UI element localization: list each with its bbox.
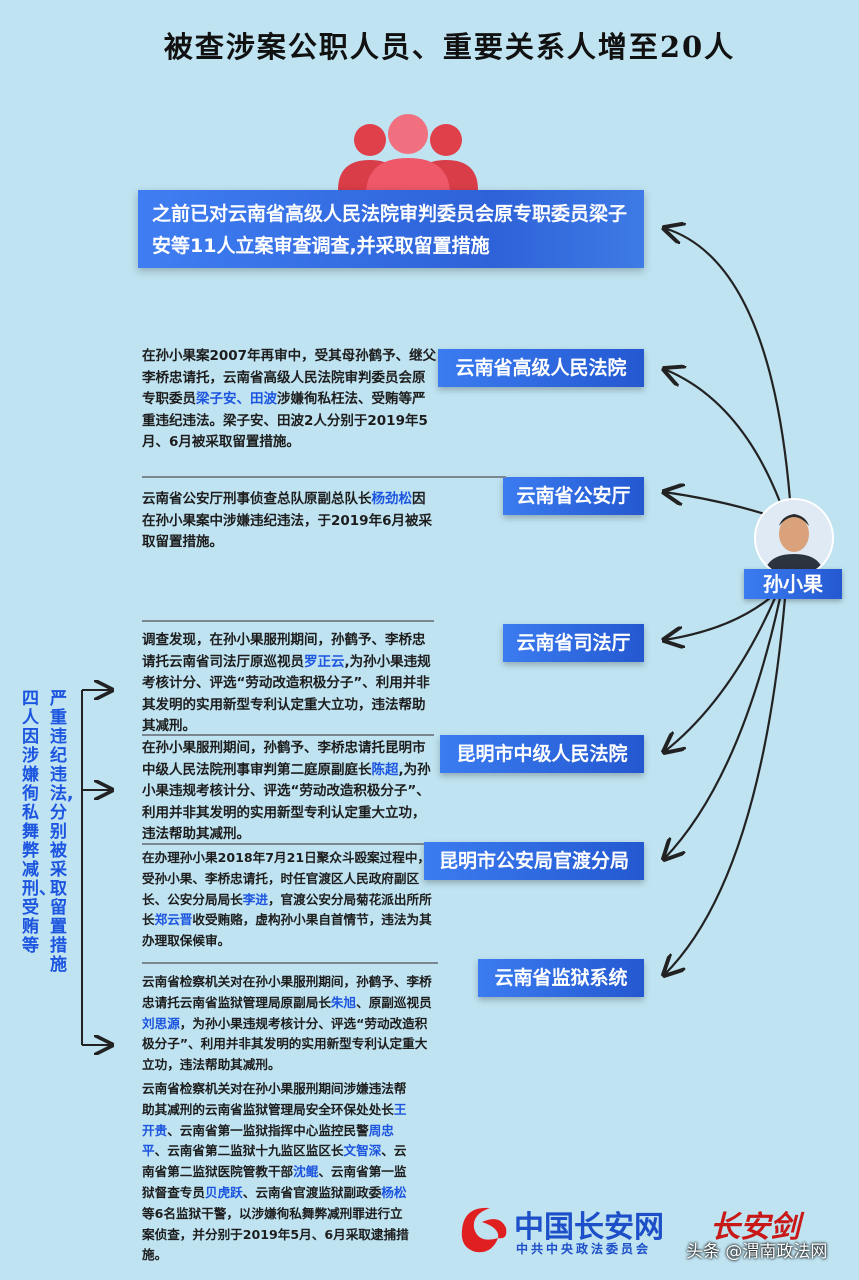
paragraph-text: 、云南省官渡监狱副政委 bbox=[242, 1184, 382, 1200]
paragraph-text: ，为孙小果违规考核计分、评选“劳动改造积极分子”、利用并非其发明的实用新型专利认… bbox=[142, 1015, 428, 1073]
people-group-icon bbox=[338, 114, 478, 195]
paragraph-text: ，官渡公安分局菊花派出所所长 bbox=[142, 891, 432, 928]
label-city-court: 昆明市中级人民法院 bbox=[440, 735, 644, 773]
page-title: 被查涉案公职人员、重要关系人增至20人 bbox=[163, 30, 736, 64]
highlighted-name: 李进 bbox=[242, 891, 268, 907]
divider bbox=[142, 476, 506, 478]
label-justice-dept: 云南省司法厅 bbox=[503, 624, 644, 662]
label-police-dept: 云南省公安厅 bbox=[503, 477, 644, 515]
paragraph-text: 在办理孙小果2018年7月21日聚众斗殴案过程中，受孙小果、李桥忠请托，时任官渡… bbox=[142, 850, 431, 907]
arrow-to-hero bbox=[664, 228, 792, 501]
arrow-to-prison bbox=[664, 597, 787, 975]
vertical-caption-right: 严重违纪违法,分别被采取留置措施 bbox=[50, 689, 74, 975]
divider bbox=[142, 734, 434, 736]
vertical-caption-text: 四人因涉嫌徇私舞弊减刑、受贿等 bbox=[22, 689, 56, 956]
logo-swirl-icon bbox=[461, 1207, 507, 1253]
arrow-to-city-court bbox=[664, 597, 777, 752]
highlighted-name: 罗正云 bbox=[304, 653, 345, 670]
arrow-to-police-dept bbox=[664, 492, 769, 517]
paragraph-text: ,为孙小果违规考核计分、评选“劳动改造积极分子”、利用并非其发明的实用新型专利认… bbox=[142, 761, 431, 843]
footer-brand: 中国长安网 bbox=[514, 1210, 664, 1245]
paragraph-text: 、云南省第二监狱医院管教干部 bbox=[142, 1143, 407, 1180]
watermark: 头条 @渭南政法网 bbox=[686, 1242, 828, 1262]
arrow-to-high-court bbox=[664, 369, 782, 503]
highlighted-name: 王开贵 bbox=[142, 1101, 407, 1138]
vertical-caption-left: 四人因涉嫌徇私舞弊减刑、受贿等 bbox=[22, 689, 56, 956]
paragraph-text: 、云南省第二监狱十九监区监区长 bbox=[154, 1143, 344, 1159]
para-guandu-branch: 在办理孙小果2018年7月21日聚众斗殴案过程中，受孙小果、李桥忠请托，时任官渡… bbox=[142, 848, 442, 952]
para-high-court: 在孙小果案2007年再审中，受其母孙鹤予、继父李桥忠请托，云南省高级人民法院审判… bbox=[142, 346, 438, 454]
paragraph-text: ,为孙小果违规考核计分、评选“劳动改造积极分子”、利用并非其发明的实用新型专利认… bbox=[142, 653, 431, 735]
paragraph-text: 在孙小果服刑期间，孙鹤予、李桥忠请托昆明市中级人民法院刑事审判第二庭原副庭长 bbox=[142, 740, 426, 778]
divider bbox=[142, 843, 424, 845]
avatar bbox=[754, 498, 834, 578]
paragraph-text: 云南省检察机关对在孙小果服刑期间涉嫌违法帮助其减刑的云南省监狱管理局安全环保处处… bbox=[142, 1081, 407, 1117]
highlighted-name: 沈鲲 bbox=[293, 1164, 319, 1180]
highlighted-name: 刘思源 bbox=[142, 1015, 180, 1031]
para-prison-guards: 云南省检察机关对在孙小果服刑期间涉嫌违法帮助其减刑的云南省监狱管理局安全环保处处… bbox=[142, 1079, 414, 1266]
divider bbox=[142, 962, 438, 964]
paragraph-text: 涉嫌徇私枉法、受贿等严重违纪违法。梁子安、田波2人分别于2019年5月、6月被采… bbox=[142, 391, 428, 450]
paragraph-text: 、原副巡视员 bbox=[356, 994, 432, 1010]
highlighted-name: 贝虎跃 bbox=[204, 1184, 243, 1200]
paragraph-text: 调查发现，在孙小果服刑期间，孙鹤予、李桥忠请托云南省司法厅原巡视员 bbox=[142, 632, 426, 670]
paragraph-text: 云南省检察机关对在孙小果服刑期间，孙鹤予、李桥忠请托云南省监狱管理局原副局长 bbox=[142, 974, 432, 1010]
para-police-dept: 云南省公安厅刑事侦查总队原副总队长杨劲松因在孙小果案中涉嫌违纪违法，于2019年… bbox=[142, 489, 438, 554]
paragraph-text: 、云南省第一监狱指挥中心监控民警 bbox=[167, 1122, 369, 1138]
highlighted-name: 郑云晋 bbox=[154, 912, 193, 928]
label-high-court: 云南省高级人民法院 bbox=[438, 349, 644, 387]
highlighted-name: 陈超 bbox=[371, 761, 399, 778]
paragraph-text: 在孙小果案2007年再审中，受其母孙鹤予、继父李桥忠请托，云南省高级人民法院审判… bbox=[142, 348, 437, 407]
summary-banner: 之前已对云南省高级人民法院审判委员会原专职委员梁子安等11人立案审查调查,并采取… bbox=[138, 190, 644, 268]
para-justice-dept: 调查发现，在孙小果服刑期间，孙鹤予、李桥忠请托云南省司法厅原巡视员罗正云,为孙小… bbox=[142, 630, 436, 738]
label-guandu-branch: 昆明市公安局官渡分局 bbox=[424, 842, 644, 880]
footer-subtitle: 中共中央政法委员会 bbox=[516, 1242, 652, 1256]
divider bbox=[142, 620, 434, 622]
paragraph-text: 等6名监狱干警，以涉嫌徇私舞弊减刑罪进行立案侦查，并分别于2019年5月、6月采… bbox=[142, 1205, 409, 1263]
highlighted-name: 文智深 bbox=[343, 1143, 382, 1159]
label-prison-system: 云南省监狱系统 bbox=[478, 959, 644, 997]
highlighted-name: 朱旭 bbox=[330, 994, 357, 1010]
arrow-to-guandu bbox=[664, 597, 782, 859]
paragraph-text: 因在孙小果案中涉嫌违纪违法，于2019年6月被采取留置措施。 bbox=[142, 491, 432, 550]
paragraph-text: 云南省公安厅刑事侦查总队原副总队长 bbox=[142, 491, 372, 507]
highlighted-name: 梁子安、田波 bbox=[196, 391, 277, 407]
center-name-badge: 孙小果 bbox=[744, 569, 842, 599]
paragraph-text: 、云南省第一监狱督查专员 bbox=[142, 1164, 407, 1200]
vertical-caption-text: 严重违纪违法,分别被采取留置措施 bbox=[50, 689, 74, 975]
highlighted-name: 杨松 bbox=[381, 1184, 407, 1200]
highlighted-name: 周忠平 bbox=[142, 1122, 394, 1159]
paragraph-text: 收受贿赂，虚构孙小果自首情节，违法为其办理取保候审。 bbox=[142, 912, 432, 949]
arrow-to-justice-dept bbox=[664, 597, 771, 640]
footer-brand-2: 长安剑 bbox=[710, 1210, 800, 1245]
para-city-court: 在孙小果服刑期间，孙鹤予、李桥忠请托昆明市中级人民法院刑事审判第二庭原副庭长陈超… bbox=[142, 738, 436, 846]
para-prison-system: 云南省检察机关对在孙小果服刑期间，孙鹤予、李桥忠请托云南省监狱管理局原副局长朱旭… bbox=[142, 972, 438, 1076]
highlighted-name: 杨劲松 bbox=[371, 491, 413, 507]
